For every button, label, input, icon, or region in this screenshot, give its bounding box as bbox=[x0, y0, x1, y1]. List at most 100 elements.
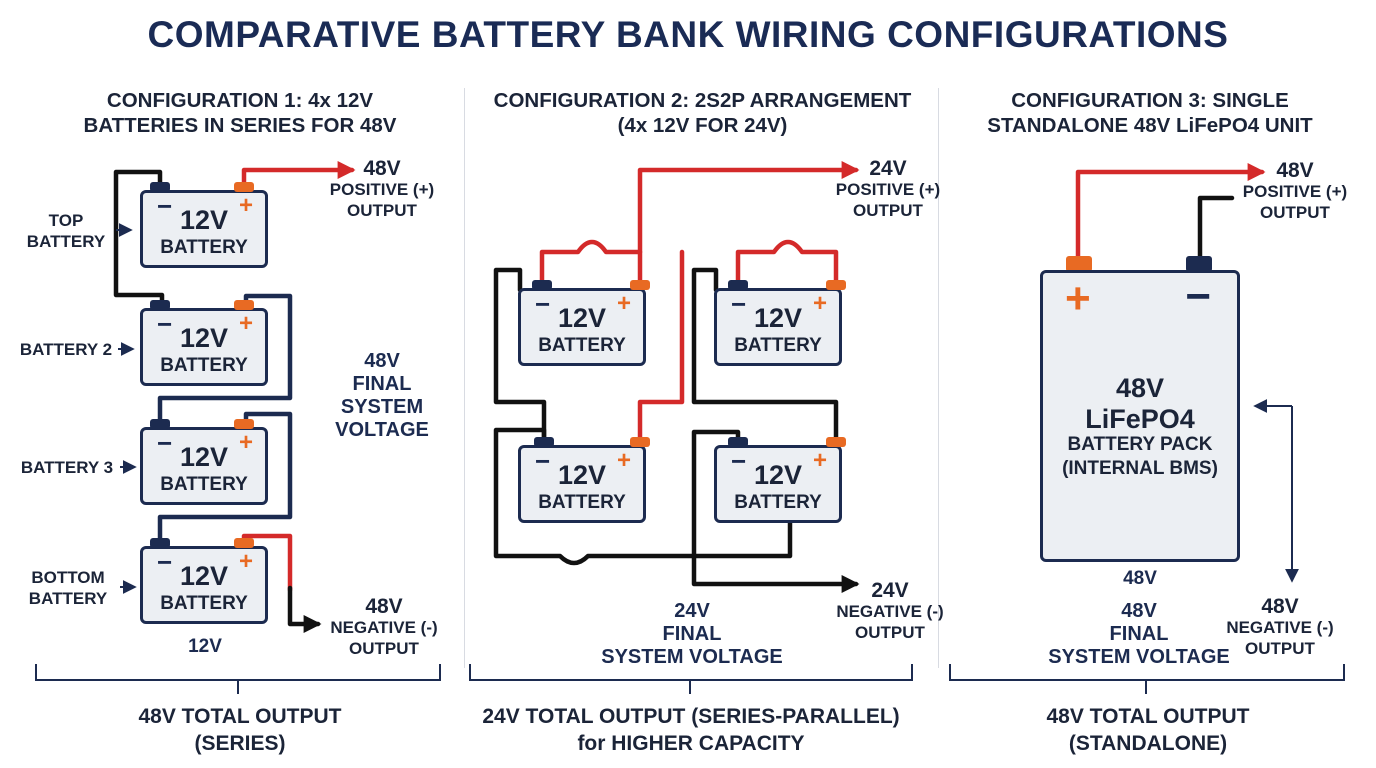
c2-bottom-loop bbox=[493, 427, 793, 566]
label-line: OUTPUT bbox=[349, 639, 419, 658]
label-line: VOLTAGE bbox=[335, 419, 429, 441]
c1-positive-output-label: 48V POSITIVE (+) OUTPUT bbox=[322, 158, 442, 221]
c1-caption: 48V TOTAL OUTPUT (SERIES) bbox=[40, 703, 440, 757]
c3-final-system-voltage: 48V FINAL SYSTEM VOLTAGE bbox=[1036, 600, 1242, 669]
c1-bracket bbox=[35, 664, 441, 694]
minus-icon: − bbox=[535, 289, 551, 319]
battery-label: BATTERY bbox=[734, 492, 822, 513]
positive-terminal bbox=[234, 300, 254, 310]
label-line: POSITIVE (+) bbox=[1242, 182, 1348, 201]
caption-line: for HIGHER CAPACITY bbox=[577, 732, 805, 755]
plus-icon: + bbox=[812, 447, 827, 474]
pack-subtitle: BATTERY PACK (INTERNAL BMS) bbox=[1043, 433, 1237, 481]
caption-line: (STANDALONE) bbox=[1068, 732, 1228, 755]
plus-icon: + bbox=[238, 429, 253, 456]
c3-positive-output-label: 48V POSITIVE (+) OUTPUT bbox=[1234, 160, 1356, 223]
c2-link-right bbox=[691, 267, 839, 444]
label-line: OUTPUT bbox=[853, 201, 923, 220]
label-line: BATTERY bbox=[28, 589, 108, 608]
caption-line: 24V TOTAL OUTPUT (SERIES-PARALLEL) bbox=[482, 705, 900, 728]
negative-terminal bbox=[150, 182, 170, 192]
config2-title-line2: (4x 12V FOR 24V) bbox=[617, 114, 788, 137]
positive-terminal bbox=[826, 280, 846, 290]
plus-icon: + bbox=[616, 447, 631, 474]
minus-icon: − bbox=[157, 309, 173, 339]
label-line: BATTERY bbox=[26, 232, 106, 251]
c2-battery-top-right: − + 12V BATTERY bbox=[714, 288, 842, 366]
label-line: POSITIVE (+) bbox=[329, 180, 435, 199]
negative-terminal bbox=[150, 300, 170, 310]
column-divider bbox=[938, 88, 939, 668]
c2-battery-top-left: − + 12V BATTERY bbox=[518, 288, 646, 366]
minus-icon: − bbox=[157, 428, 173, 458]
battery-voltage: 12V bbox=[179, 323, 229, 353]
config3-title-line2: STANDALONE 48V LiFePO4 UNIT bbox=[987, 114, 1313, 137]
c1-negative-output-wire bbox=[287, 585, 322, 633]
c1-top-battery: − + 12V BATTERY bbox=[140, 190, 268, 268]
config2-title-line1: CONFIGURATION 2: 2S2P ARRANGEMENT bbox=[493, 89, 912, 112]
c1-series-link-2 bbox=[157, 293, 293, 425]
column-divider bbox=[464, 88, 465, 668]
label-line: 48V bbox=[364, 350, 400, 372]
label-line: 48V bbox=[1121, 600, 1157, 622]
minus-icon: − bbox=[731, 289, 747, 319]
minus-icon: − bbox=[731, 446, 747, 476]
plus-icon: + bbox=[238, 192, 253, 219]
negative-terminal bbox=[1186, 256, 1212, 272]
caption-line: (SERIES) bbox=[194, 732, 286, 755]
label-line: FINAL bbox=[352, 373, 412, 395]
c1-bottom-battery: − + 12V BATTERY bbox=[140, 546, 268, 624]
label-line: NEGATIVE (-) bbox=[1226, 618, 1334, 637]
page-title: COMPARATIVE BATTERY BANK WIRING CONFIGUR… bbox=[147, 14, 1229, 55]
config1-title: CONFIGURATION 1: 4x 12V BATTERIES IN SER… bbox=[40, 88, 440, 138]
c2-link-tl bbox=[539, 239, 643, 287]
c1-battery-2-label: BATTERY 2 bbox=[19, 340, 113, 359]
caption-line: 48V TOTAL OUTPUT bbox=[138, 705, 342, 728]
c2-battery-bottom-left: − + 12V BATTERY bbox=[518, 445, 646, 523]
battery-label: BATTERY bbox=[160, 355, 248, 376]
minus-icon: − bbox=[535, 446, 551, 476]
caption-line: 48V TOTAL OUTPUT bbox=[1046, 705, 1250, 728]
label-line: SYSTEM VOLTAGE bbox=[601, 646, 783, 668]
battery-voltage: 12V bbox=[557, 303, 607, 333]
battery-voltage: 12V bbox=[557, 460, 607, 490]
pack-line: 48V bbox=[1115, 373, 1165, 403]
negative-terminal bbox=[728, 280, 748, 290]
negative-terminal bbox=[532, 280, 552, 290]
pack-line: BATTERY PACK bbox=[1067, 434, 1213, 455]
battery-voltage: 12V bbox=[179, 561, 229, 591]
minus-icon: − bbox=[1185, 272, 1211, 321]
pack-title: 48V LiFePO4 bbox=[1043, 373, 1237, 435]
c1-negative-output-label: 48V NEGATIVE (-) OUTPUT bbox=[320, 596, 448, 659]
positive-terminal bbox=[234, 182, 254, 192]
battery-voltage: 12V bbox=[179, 205, 229, 235]
label-line: OUTPUT bbox=[347, 201, 417, 220]
c1-battery-3: − + 12V BATTERY bbox=[140, 427, 268, 505]
c1-positive-output-wire bbox=[241, 161, 356, 187]
c3-under-pack-voltage: 48V bbox=[1123, 568, 1157, 589]
label-volt: 48V bbox=[363, 157, 401, 180]
minus-icon: − bbox=[157, 547, 173, 577]
minus-icon: − bbox=[157, 191, 173, 221]
c2-link-tr bbox=[735, 239, 839, 287]
c1-bottom-voltage: 12V bbox=[188, 636, 222, 657]
c2-negative-output-wire bbox=[691, 429, 860, 593]
pack-line: LiFePO4 bbox=[1085, 404, 1195, 434]
c1-series-link-1 bbox=[113, 169, 165, 306]
negative-terminal bbox=[150, 419, 170, 429]
plus-icon: + bbox=[238, 310, 253, 337]
config3-title: CONFIGURATION 3: SINGLE STANDALONE 48V L… bbox=[950, 88, 1350, 138]
label-line: TOP bbox=[48, 211, 84, 230]
battery-label: BATTERY bbox=[538, 492, 626, 513]
label-line: NEGATIVE (-) bbox=[836, 602, 944, 621]
negative-terminal bbox=[534, 437, 554, 447]
plus-icon: + bbox=[616, 290, 631, 317]
label-line: 24V bbox=[674, 600, 710, 622]
c2-positive-output-wire bbox=[637, 161, 860, 255]
c3-bracket bbox=[949, 664, 1345, 694]
c2-final-system-voltage: 24V FINAL SYSTEM VOLTAGE bbox=[590, 600, 794, 669]
c3-caption: 48V TOTAL OUTPUT (STANDALONE) bbox=[950, 703, 1346, 757]
c2-bracket bbox=[469, 664, 913, 694]
c3-negative-wire bbox=[1197, 195, 1235, 259]
c3-lifepo4-pack: + − 48V LiFePO4 BATTERY PACK (INTERNAL B… bbox=[1040, 270, 1240, 562]
